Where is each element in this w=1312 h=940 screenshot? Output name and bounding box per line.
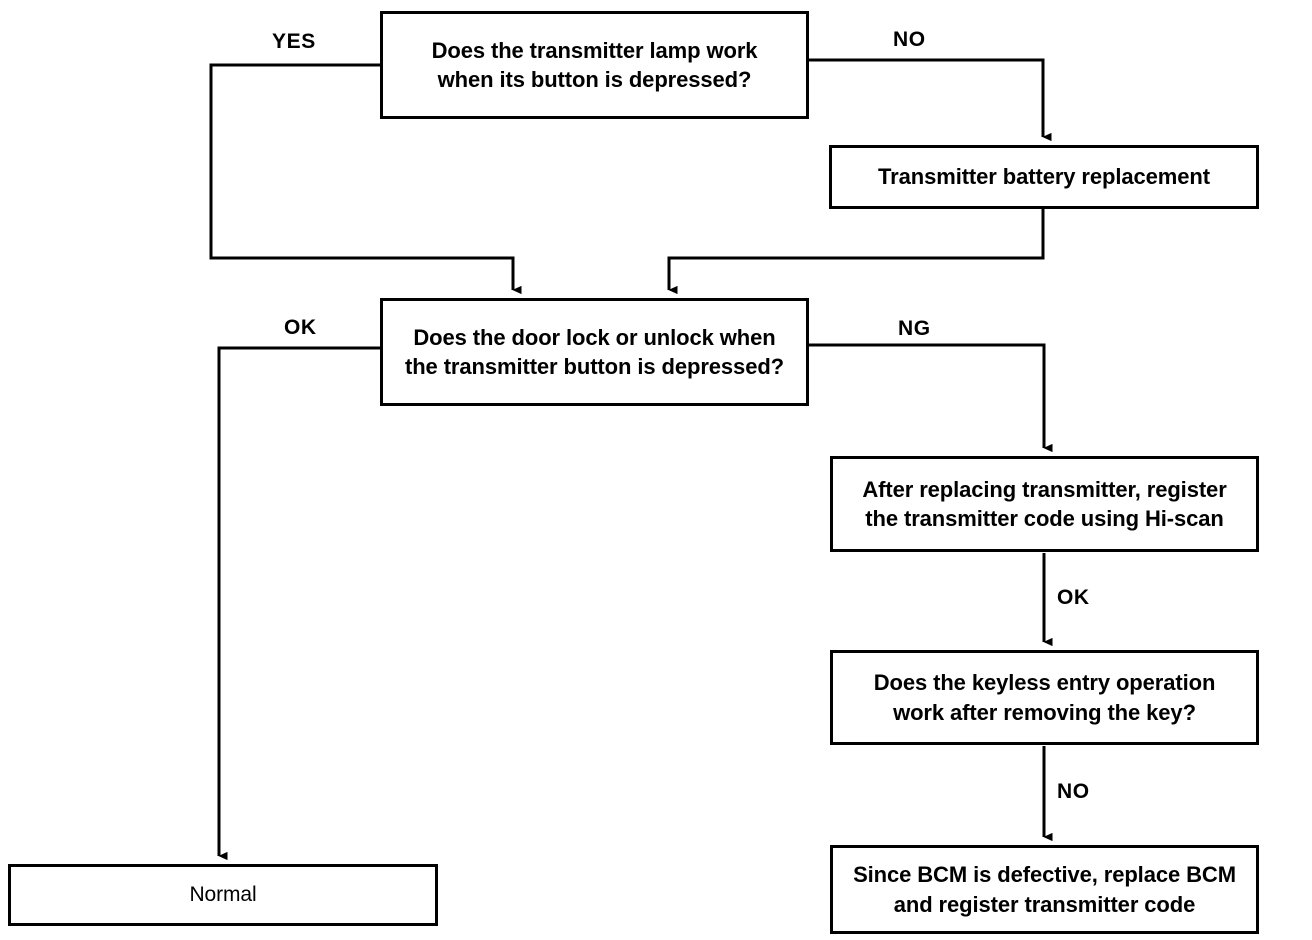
node-transmitter-lamp-question[interactable]: Does the transmitter lamp work when its … [380,11,809,119]
node-replace-bcm[interactable]: Since BCM is defective, replace BCM and … [830,845,1259,934]
node-register-transmitter-code[interactable]: After replacing transmitter, register th… [830,456,1259,552]
edge-battery-doorlock [667,209,1045,295]
node-door-lock-question-text: Does the door lock or unlock when the tr… [404,324,784,379]
edge-label-ng-doorlock: NG [898,317,931,340]
node-transmitter-battery-replacement-text: Transmitter battery replacement [878,164,1210,190]
edge-doorlock-ng-register [809,343,1053,453]
node-normal-result[interactable]: Normal [8,864,438,926]
node-keyless-entry-question-text: Does the keyless entry operation work af… [873,670,1216,725]
edge-label-ok-register: OK [1057,586,1090,609]
node-register-transmitter-code-text: After replacing transmitter, register th… [862,476,1227,531]
node-transmitter-battery-replacement[interactable]: Transmitter battery replacement [829,145,1259,209]
node-transmitter-lamp-question-text: Does the transmitter lamp work when its … [431,37,758,92]
edge-doorlock-ok-normal [217,346,380,861]
node-door-lock-question[interactable]: Does the door lock or unlock when the tr… [380,298,809,406]
edge-lamp-no-battery [809,58,1052,142]
edge-label-no-keyless: NO [1057,780,1090,803]
node-keyless-entry-question[interactable]: Does the keyless entry operation work af… [830,650,1259,745]
edge-label-ok-doorlock: OK [284,316,317,339]
node-normal-result-text: Normal [189,883,257,907]
node-replace-bcm-text: Since BCM is defective, replace BCM and … [853,862,1236,917]
edge-label-yes: YES [272,30,316,53]
edge-label-no-lamp: NO [893,28,926,51]
